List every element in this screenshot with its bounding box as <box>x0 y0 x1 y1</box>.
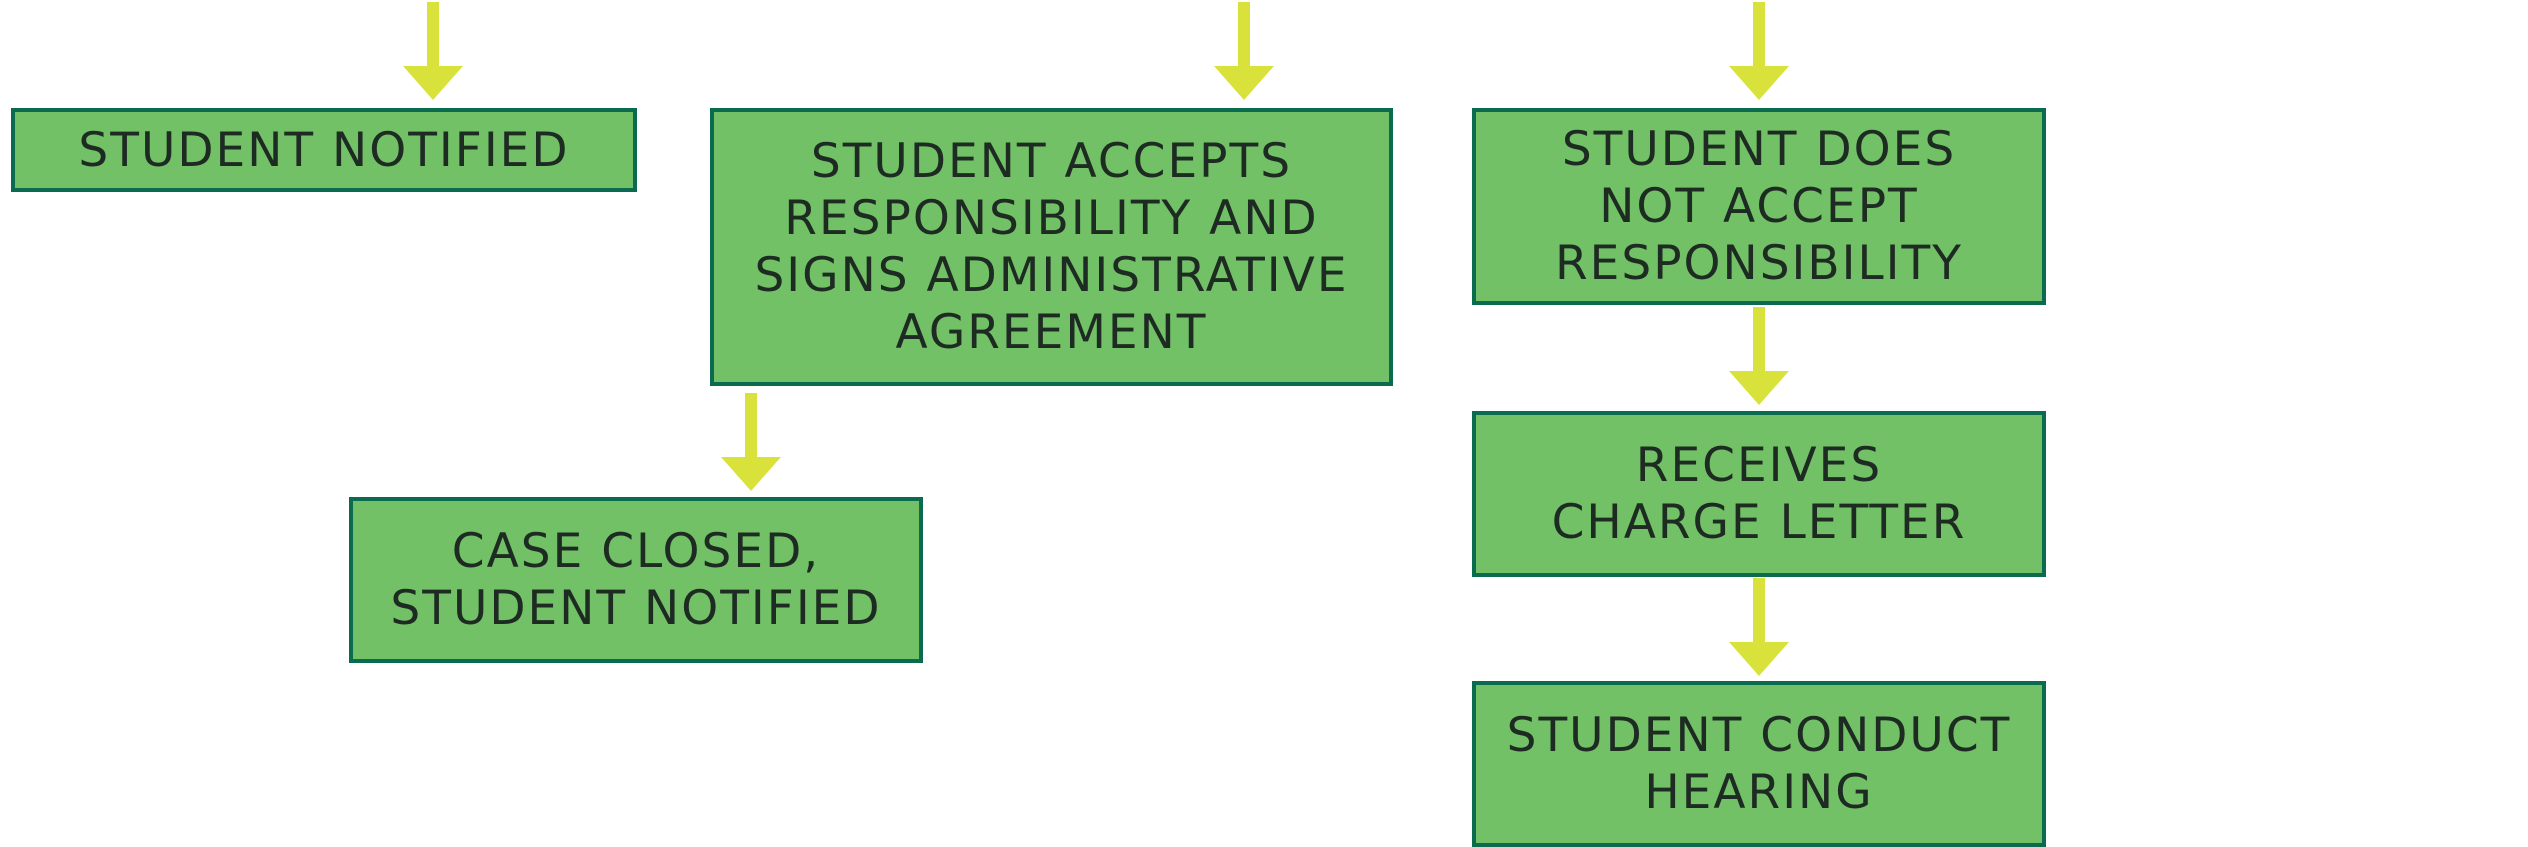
down-arrow-icon <box>1729 307 1789 407</box>
student-notified-box: STUDENT NOTIFIED <box>11 108 637 192</box>
down-arrow-icon <box>1214 2 1274 102</box>
down-arrow-icon <box>1729 2 1789 102</box>
down-arrow-icon <box>403 2 463 102</box>
accepts-responsibility-box: STUDENT ACCEPTS RESPONSIBILITY AND SIGNS… <box>710 108 1393 386</box>
down-arrow-icon <box>721 393 781 493</box>
case-closed-box: CASE CLOSED, STUDENT NOTIFIED <box>349 497 923 663</box>
does-not-accept-box: STUDENT DOES NOT ACCEPT RESPONSIBILITY <box>1472 108 2046 305</box>
charge-letter-box: RECEIVES CHARGE LETTER <box>1472 411 2046 577</box>
conduct-hearing-box: STUDENT CONDUCT HEARING <box>1472 681 2046 847</box>
down-arrow-icon <box>1729 578 1789 678</box>
